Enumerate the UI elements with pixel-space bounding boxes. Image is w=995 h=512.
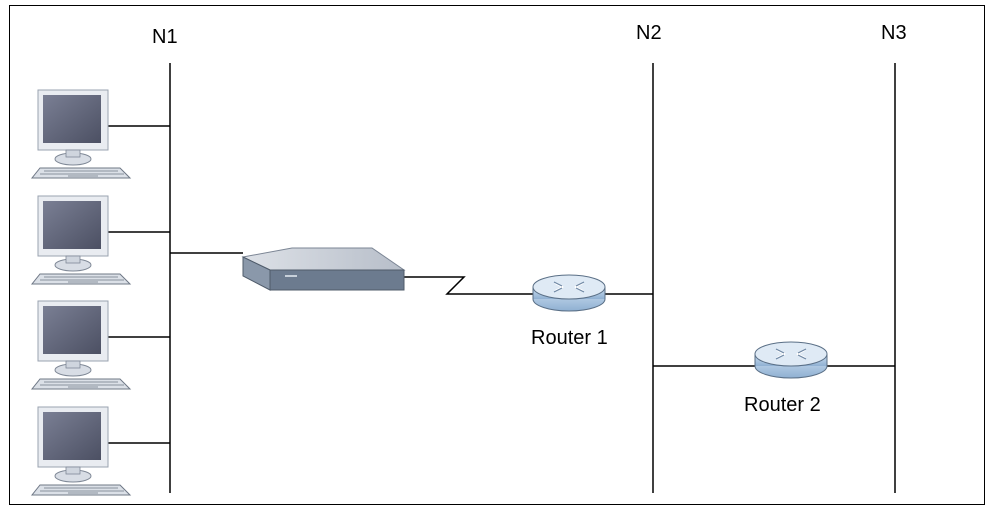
network-label-n3: N3 [881, 22, 907, 44]
wan-link [404, 276, 534, 295]
desktop-computer-icon [31, 300, 131, 390]
router-2-label: Router 2 [744, 394, 821, 416]
diagram-frame [9, 5, 985, 505]
desktop-computer-icon [31, 406, 131, 496]
network-label-n2: N2 [636, 22, 662, 44]
modem-device-icon [241, 247, 406, 291]
router-2-icon [754, 341, 828, 379]
desktop-computer-icon [31, 195, 131, 285]
router-1-icon [532, 274, 606, 312]
network-label-n1: N1 [152, 26, 178, 48]
desktop-computer-icon [31, 89, 131, 179]
router-1-label: Router 1 [531, 327, 608, 349]
